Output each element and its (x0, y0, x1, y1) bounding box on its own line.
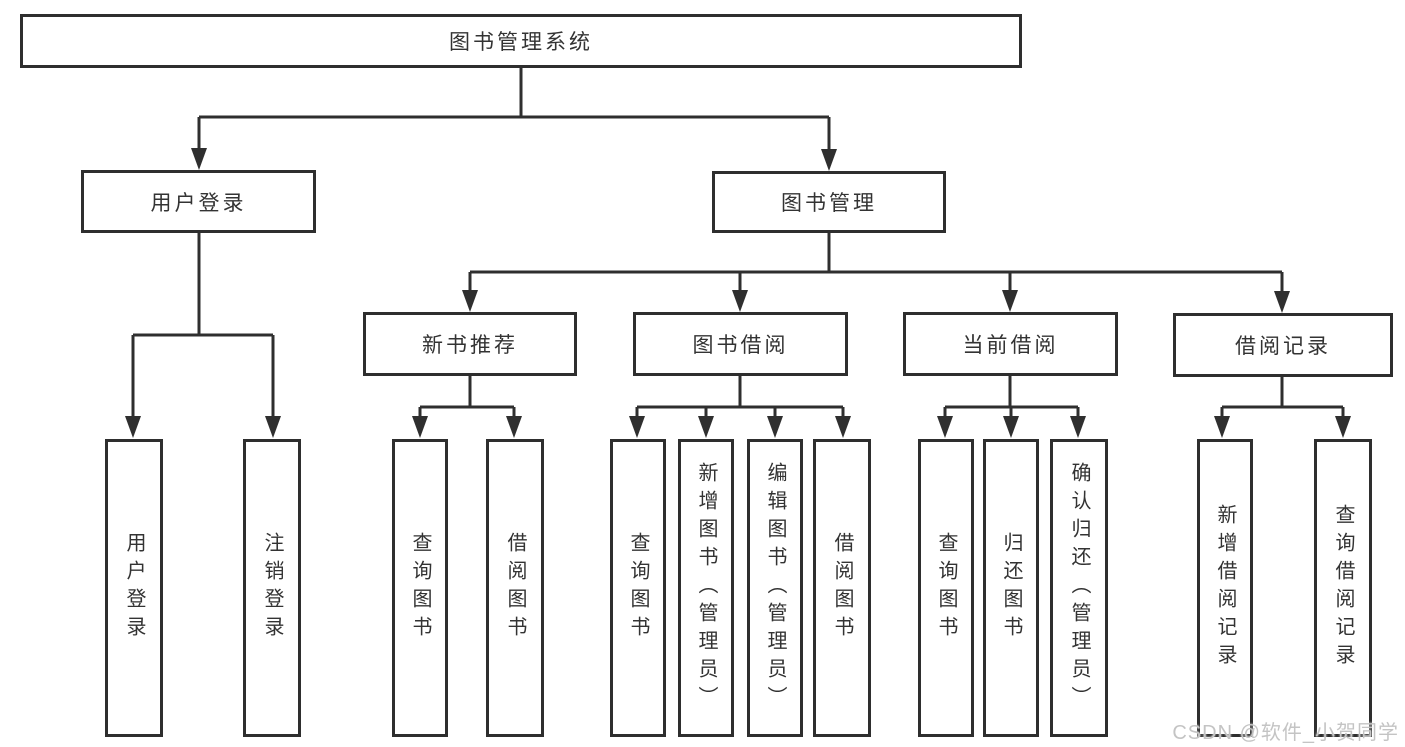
node-book-management: 图书管理 (712, 171, 946, 233)
connector-segments (131, 68, 1345, 420)
arrowhead-icon (462, 290, 478, 312)
leaf-return-books: 归还图书 (983, 439, 1039, 737)
arrowhead-icon (821, 149, 837, 171)
leaf-borrow-books-1: 借阅图书 (486, 439, 544, 737)
node-user-login: 用户登录 (81, 170, 316, 233)
node-label: 图书管理 (781, 192, 877, 215)
leaf-user-login: 用户登录 (105, 439, 163, 737)
node-label: 图书借阅 (692, 334, 789, 357)
leaf-query-books-1: 查询图书 (392, 439, 448, 737)
arrowhead-icon (732, 290, 748, 312)
arrowhead-icon (835, 416, 851, 438)
node-label: 图书管理系统 (449, 31, 593, 54)
node-root-library-management-system: 图书管理系统 (20, 14, 1022, 68)
arrowhead-icon (265, 416, 281, 438)
node-book-borrowing: 图书借阅 (633, 312, 848, 376)
arrowhead-icon (698, 416, 714, 438)
node-label: 当前借阅 (962, 334, 1059, 357)
arrowhead-icon (1070, 416, 1086, 438)
node-label: 新书推荐 (422, 334, 518, 357)
leaf-logout: 注销登录 (243, 439, 301, 737)
arrowhead-icon (1002, 290, 1018, 312)
leaf-confirm-return-admin: 确认归还（管理员） (1050, 439, 1108, 737)
arrowhead-icon (937, 416, 953, 438)
leaf-query-borrow-record: 查询借阅记录 (1314, 439, 1372, 737)
node-label: 借阅记录 (1235, 335, 1331, 358)
arrowhead-icon (125, 416, 141, 438)
leaf-query-books-2: 查询图书 (610, 439, 666, 737)
leaf-add-borrow-record: 新增借阅记录 (1197, 439, 1253, 737)
arrowhead-icon (629, 416, 645, 438)
node-label: 用户登录 (150, 191, 247, 215)
arrowhead-icon (1003, 416, 1019, 438)
node-current-borrowing: 当前借阅 (903, 312, 1118, 376)
leaf-edit-book-admin: 编辑图书（管理员） (747, 439, 803, 737)
leaf-query-books-3: 查询图书 (918, 439, 974, 737)
leaf-add-book-admin: 新增图书（管理员） (678, 439, 734, 737)
arrowhead-icon (412, 416, 428, 438)
arrowhead-icon (506, 416, 522, 438)
node-borrowing-records: 借阅记录 (1173, 313, 1393, 377)
arrowhead-icon (1335, 416, 1351, 438)
arrowhead-icon (191, 148, 207, 170)
csdn-watermark: CSDN @软件_小贺同学 (1172, 722, 1399, 744)
arrowhead-icon (767, 416, 783, 438)
arrowhead-icon (1274, 291, 1290, 313)
arrowhead-icon (1214, 416, 1230, 438)
leaf-borrow-books-2: 借阅图书 (813, 439, 871, 737)
node-new-book-recommendation: 新书推荐 (363, 312, 577, 376)
